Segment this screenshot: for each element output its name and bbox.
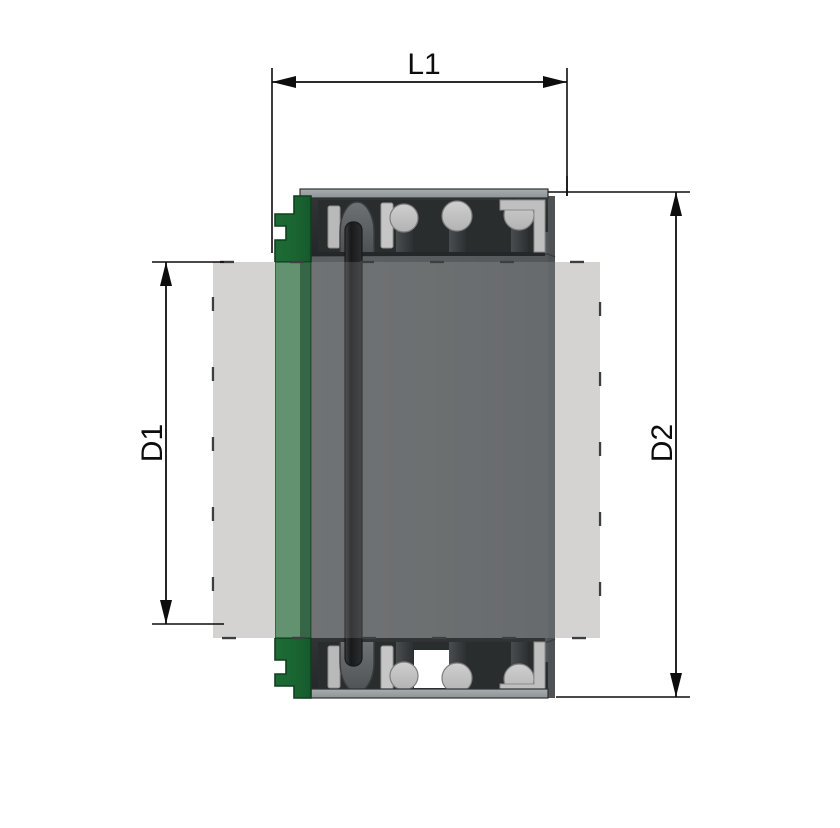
main-body-housing [300, 196, 556, 698]
dimension-label-L1: L1 [407, 48, 440, 81]
D1-arrow-top [160, 262, 172, 286]
D1-arrow-bottom [160, 600, 172, 624]
upper-bearing-housing [305, 198, 548, 256]
dimension-label-D2: D2 [646, 424, 679, 462]
roller-upper-1 [389, 203, 419, 252]
roller-upper-2 [441, 200, 473, 252]
dimension-D1: D1 [136, 261, 224, 625]
bottom-cap-strip [299, 688, 549, 699]
dimension-D2: D2 [548, 176, 690, 698]
dimension-label-D1: D1 [136, 424, 169, 462]
green-seal-ring [274, 195, 312, 699]
L1-arrow-left [272, 76, 296, 88]
top-cap-strip [299, 188, 549, 199]
roller-lower-1 [389, 642, 419, 691]
dimension-L1: L1 [271, 48, 568, 253]
D2-arrow-top [670, 192, 682, 216]
L1-arrow-right [543, 76, 567, 88]
lower-bearing-housing [305, 638, 548, 696]
ghost-cylinder-overlay [211, 260, 602, 640]
central-shaft [344, 221, 363, 667]
D2-arrow-bottom [670, 673, 682, 697]
